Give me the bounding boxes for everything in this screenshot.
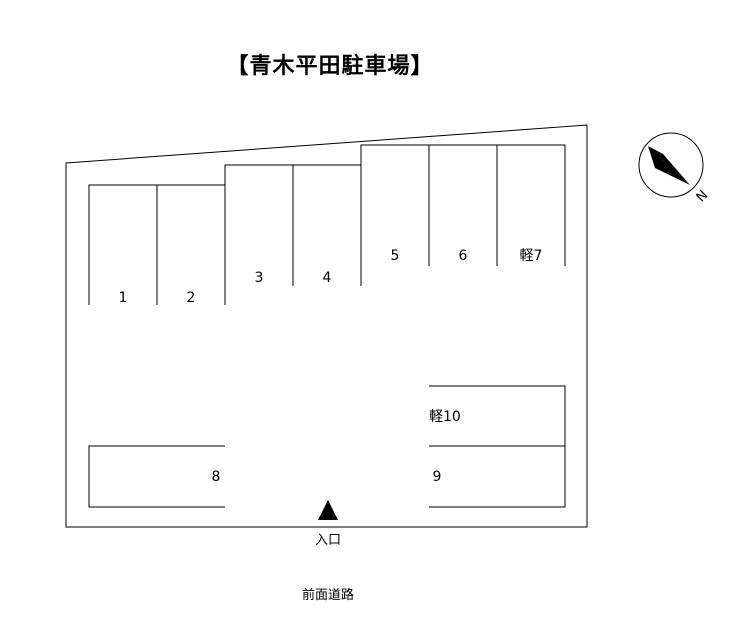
lot-boundary bbox=[65, 124, 588, 528]
space-label-10: 軽10 bbox=[429, 409, 461, 425]
space-group-3-4 bbox=[224, 164, 362, 305]
space-label-2: 2 bbox=[187, 290, 196, 306]
space-label-6: 6 bbox=[459, 248, 468, 264]
north-arrow-icon bbox=[638, 132, 704, 198]
space-label-8: 8 bbox=[212, 469, 221, 485]
space-group-5-7 bbox=[360, 144, 566, 286]
space-label-3: 3 bbox=[255, 270, 264, 286]
compass-north-label: N bbox=[694, 188, 711, 205]
entrance-arrow-icon bbox=[318, 500, 338, 520]
road-label: 前面道路 bbox=[302, 587, 354, 603]
space-label-9: 9 bbox=[433, 469, 442, 485]
space-label-1: 1 bbox=[119, 290, 128, 306]
space-label-5: 5 bbox=[391, 248, 400, 264]
page-title: 【青木平田駐車場】 bbox=[226, 54, 434, 79]
space-label-7: 軽7 bbox=[520, 248, 543, 264]
space-group-1-2 bbox=[88, 184, 225, 305]
entrance-label: 入口 bbox=[315, 533, 341, 548]
space-label-4: 4 bbox=[323, 270, 332, 286]
space-8-outline bbox=[88, 445, 225, 508]
space-group-9-10 bbox=[429, 385, 566, 508]
